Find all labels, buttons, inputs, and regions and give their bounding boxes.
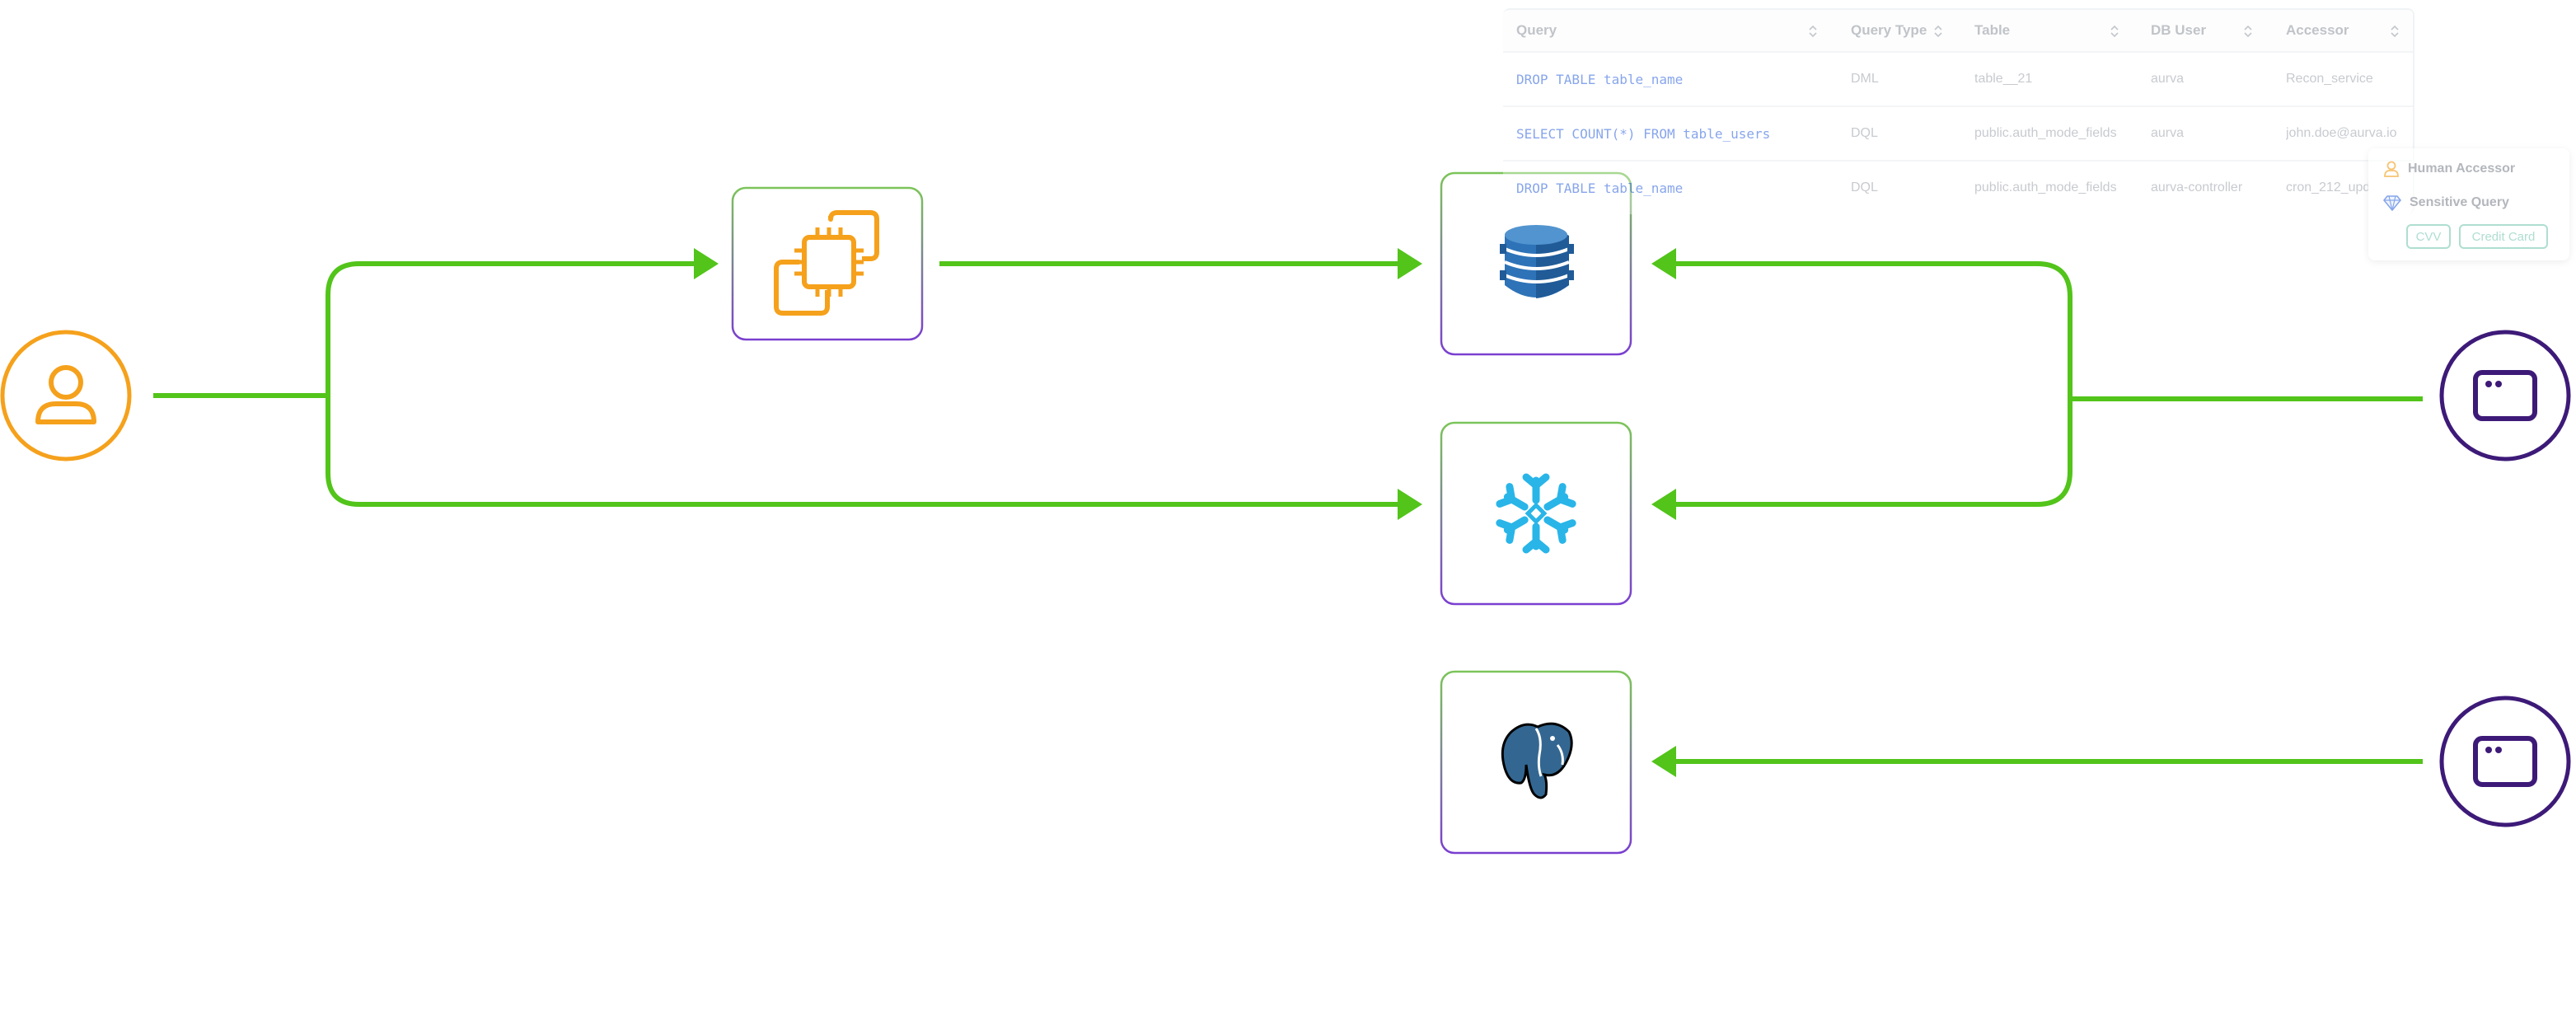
legend-label: Sensitive Query bbox=[2410, 195, 2509, 209]
connector-accessor-to-snowflake bbox=[326, 396, 1401, 507]
diamond-icon bbox=[2383, 195, 2401, 211]
sort-icon[interactable] bbox=[1808, 24, 1818, 39]
cpu-chip-icon bbox=[774, 210, 879, 316]
user-icon bbox=[2384, 161, 2399, 177]
dynamodb-node[interactable] bbox=[1440, 171, 1632, 356]
sort-icon[interactable] bbox=[2243, 24, 2253, 39]
column-header-query-type[interactable]: Query Type bbox=[1851, 22, 1927, 38]
legend-label: Human Accessor bbox=[2408, 162, 2516, 176]
column-header-table[interactable]: Table bbox=[1974, 22, 2011, 38]
arrowhead-to-compute bbox=[694, 248, 719, 279]
arrowhead-to-dynamodb-right bbox=[1651, 248, 1676, 279]
compute-node[interactable] bbox=[731, 186, 924, 341]
accessor-cell: Recon_service bbox=[2286, 72, 2373, 86]
query-table: Query Query Type Table DB User Accessor … bbox=[1503, 8, 2414, 214]
postgresql-node[interactable] bbox=[1440, 670, 1632, 855]
db-user-cell: aurva bbox=[2151, 126, 2185, 140]
snowflake-node[interactable] bbox=[1440, 421, 1632, 606]
service-node-top[interactable] bbox=[2439, 330, 2571, 461]
query-type-cell: DQL bbox=[1851, 180, 1878, 194]
connector-service-top-to-dynamodb bbox=[1673, 261, 2423, 401]
app-window-icon bbox=[2473, 370, 2537, 421]
legend-card: Human Accessor Sensitive Query CVV Credi… bbox=[2368, 148, 2569, 260]
column-header-db-user[interactable]: DB User bbox=[2151, 22, 2207, 38]
table-cell: public.auth_mode_fields bbox=[1974, 180, 2117, 194]
sort-icon[interactable] bbox=[2110, 24, 2119, 39]
app-window-icon bbox=[2473, 736, 2537, 787]
connector-service-top-to-snowflake bbox=[1673, 399, 2073, 507]
arrowhead-to-postgres-right bbox=[1651, 746, 1676, 777]
table-row[interactable]: DROP TABLE table_name DML table__21 aurv… bbox=[1503, 53, 2413, 107]
chip-cvv[interactable]: CVV bbox=[2406, 224, 2451, 249]
legend-sensitive-query: Sensitive Query bbox=[2383, 194, 2509, 211]
user-icon bbox=[35, 365, 96, 424]
table-cell: public.auth_mode_fields bbox=[1974, 126, 2117, 140]
column-header-accessor[interactable]: Accessor bbox=[2286, 22, 2349, 38]
db-user-cell: aurva-controller bbox=[2151, 180, 2243, 194]
chip-credit-card[interactable]: Credit Card bbox=[2459, 224, 2548, 249]
arrowhead-to-dynamodb-left bbox=[1398, 248, 1422, 279]
accessor-cell: john.doe@aurva.io bbox=[2286, 126, 2397, 140]
table-cell: table__21 bbox=[1974, 72, 2033, 86]
sort-icon[interactable] bbox=[1933, 24, 1943, 39]
query-cell[interactable]: DROP TABLE table_name bbox=[1516, 71, 1684, 87]
arrowhead-to-snowflake-right bbox=[1651, 489, 1676, 520]
query-cell[interactable]: DROP TABLE table_name bbox=[1516, 180, 1684, 196]
accessor-cell: cron_212_upd bbox=[2286, 180, 2368, 194]
query-type-cell: DQL bbox=[1851, 126, 1878, 140]
connector-accessor-split bbox=[153, 261, 694, 398]
query-type-cell: DML bbox=[1851, 72, 1879, 86]
snowflake-icon bbox=[1500, 473, 1572, 550]
table-header: Query Query Type Table DB User Accessor bbox=[1503, 10, 2413, 53]
table-row[interactable]: SELECT COUNT(*) FROM table_users DQL pub… bbox=[1503, 107, 2413, 162]
human-accessor-node[interactable] bbox=[0, 330, 132, 461]
legend-human-accessor: Human Accessor bbox=[2383, 160, 2515, 178]
column-header-query[interactable]: Query bbox=[1516, 22, 1557, 38]
arrowhead-to-snowflake-left bbox=[1398, 489, 1422, 520]
service-node-bottom[interactable] bbox=[2439, 696, 2571, 827]
dynamodb-icon bbox=[1500, 225, 1574, 298]
table-row[interactable]: DROP TABLE table_name DQL public.auth_mo… bbox=[1503, 162, 2413, 214]
postgresql-elephant-icon bbox=[1501, 722, 1573, 799]
db-user-cell: aurva bbox=[2151, 72, 2185, 86]
sort-icon[interactable] bbox=[2390, 24, 2400, 39]
query-cell[interactable]: SELECT COUNT(*) FROM table_users bbox=[1516, 125, 1771, 142]
